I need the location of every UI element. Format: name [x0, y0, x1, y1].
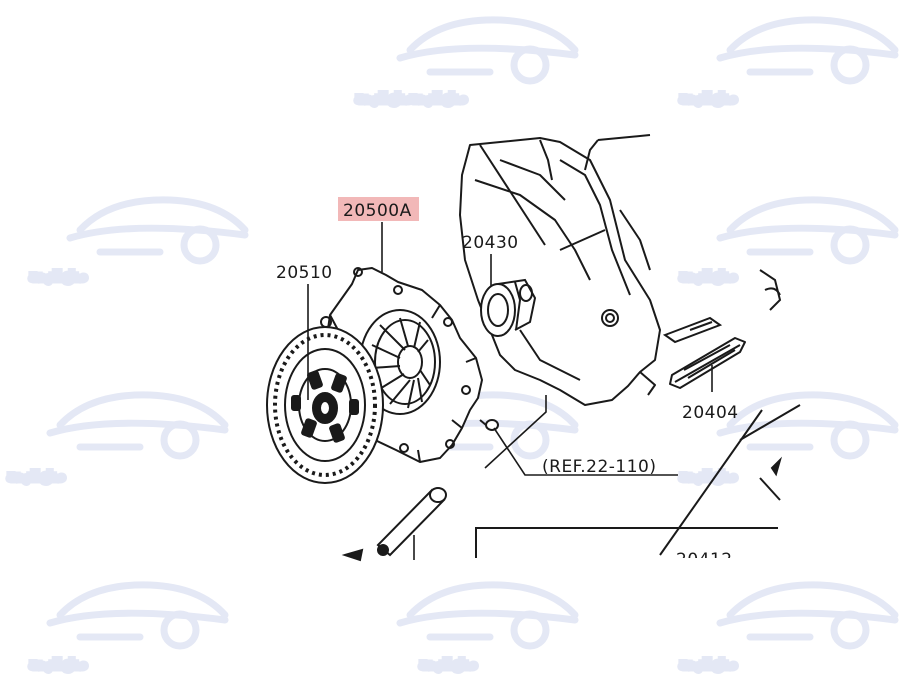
sub-assembly-box [475, 404, 801, 560]
watermark-logo [46, 581, 229, 650]
watermark-text: صناع النهضة [680, 658, 736, 671]
watermark-logo [396, 581, 579, 650]
watermark-logo [66, 196, 249, 265]
leader-lines [307, 222, 713, 560]
watermark-logo [716, 391, 899, 460]
release-fork [669, 337, 746, 389]
watermark-logo [716, 196, 899, 265]
part-labels: 20500A 20510 20430 20404 (REF.22-110) 20… [276, 197, 739, 570]
watermark-text: صناع النهضة [30, 658, 86, 671]
crop-mask [470, 558, 800, 578]
watermark-logo [46, 391, 229, 460]
label-clutch-cover[interactable]: 20500A [343, 201, 412, 221]
watermark-text: صناع النهضة [8, 470, 64, 483]
watermark-text: صناع النهضة [30, 270, 86, 283]
shift-fork-assembly [662, 269, 782, 344]
clutch-disc [266, 326, 384, 484]
label-release-fork[interactable]: 20404 [682, 403, 739, 423]
watermark-text: صناع النهضة [356, 92, 412, 105]
watermark-text: صناع النهضة [410, 92, 466, 105]
watermark-logo [716, 16, 899, 85]
watermark-text: صناع النهضة [420, 658, 476, 671]
watermark-text: صناع النهضة [680, 92, 736, 105]
watermark-layer: صناع النهضة صناع النهضة صناع النهضة صناع… [5, 16, 899, 675]
label-release-bearing[interactable]: 20430 [462, 233, 519, 253]
pilot-pin [341, 487, 447, 562]
watermark-logo [716, 581, 899, 650]
label-clutch-disc[interactable]: 20510 [276, 263, 333, 283]
watermark-text: صناع النهضة [680, 470, 736, 483]
release-bearing [480, 278, 537, 337]
highlight-box [338, 197, 419, 221]
watermark-logo [396, 16, 579, 85]
ref-bolt [479, 419, 499, 431]
transmission-housing [459, 134, 661, 406]
watermark-text: صناع النهضة [680, 270, 736, 283]
label-reference[interactable]: (REF.22-110) [542, 457, 656, 477]
